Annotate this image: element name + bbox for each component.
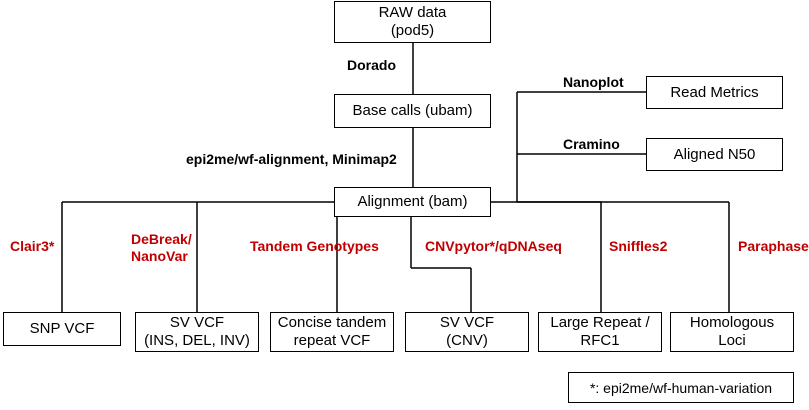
node-alignment: Alignment (bam) bbox=[334, 187, 491, 217]
node-homologous-line1: Homologous bbox=[689, 314, 775, 331]
node-base-calls: Base calls (ubam) bbox=[334, 94, 491, 128]
footnote-box: *: epi2me/wf-human-variation bbox=[568, 372, 794, 403]
node-tandem-repeat-vcf: Concise tandem repeat VCF bbox=[270, 312, 394, 352]
node-homologous-line2: Loci bbox=[718, 332, 746, 349]
node-sv-vcf-line1: SV VCF bbox=[169, 314, 225, 331]
node-aligned-n50: Aligned N50 bbox=[646, 138, 783, 171]
node-cnv-vcf: SV VCF (CNV) bbox=[405, 312, 529, 352]
label-dorado: Dorado bbox=[347, 57, 396, 73]
node-cnv-line1: SV VCF bbox=[439, 314, 495, 331]
node-sv-vcf-line2: (INS, DEL, INV) bbox=[144, 332, 250, 349]
node-raw-data-line1: RAW data bbox=[378, 4, 447, 21]
label-debreak-line2: NanoVar bbox=[131, 248, 188, 264]
label-cramino: Cramino bbox=[563, 136, 620, 152]
node-sv-vcf: SV VCF (INS, DEL, INV) bbox=[135, 312, 259, 352]
node-aligned-n50-label: Aligned N50 bbox=[673, 145, 756, 163]
label-paraphase: Paraphase bbox=[738, 238, 809, 254]
label-nanoplot: Nanoplot bbox=[563, 74, 624, 90]
label-sniffles2: Sniffles2 bbox=[609, 238, 668, 254]
node-base-calls-label: Base calls (ubam) bbox=[352, 102, 473, 119]
node-large-repeat-line1: Large Repeat / bbox=[550, 314, 650, 331]
node-cnv-line2: (CNV) bbox=[446, 332, 488, 349]
label-debreak-line1: DeBreak/ bbox=[131, 231, 192, 247]
label-cnvpytor: CNVpytor*/qDNAseq bbox=[425, 238, 562, 254]
node-tandem-line1: Concise tandem bbox=[277, 314, 387, 331]
node-large-repeat-line2: RFC1 bbox=[580, 332, 620, 349]
footnote-text: *: epi2me/wf-human-variation bbox=[589, 379, 773, 396]
node-read-metrics-label: Read Metrics bbox=[670, 83, 759, 101]
label-tandem-genotypes: Tandem Genotypes bbox=[250, 238, 379, 254]
node-alignment-label: Alignment (bam) bbox=[357, 193, 468, 210]
node-raw-data: RAW data (pod5) bbox=[334, 1, 491, 43]
node-raw-data-line2: (pod5) bbox=[390, 22, 435, 39]
node-read-metrics: Read Metrics bbox=[646, 76, 783, 109]
label-alignment-tools: epi2me/wf-alignment, Minimap2 bbox=[186, 151, 397, 167]
node-snp-vcf-label: SNP VCF bbox=[29, 320, 95, 337]
node-homologous-loci: Homologous Loci bbox=[670, 312, 794, 352]
node-snp-vcf: SNP VCF bbox=[3, 312, 121, 346]
node-large-repeat: Large Repeat / RFC1 bbox=[538, 312, 662, 352]
label-clair3: Clair3* bbox=[10, 238, 55, 254]
node-tandem-line2: repeat VCF bbox=[293, 332, 371, 349]
